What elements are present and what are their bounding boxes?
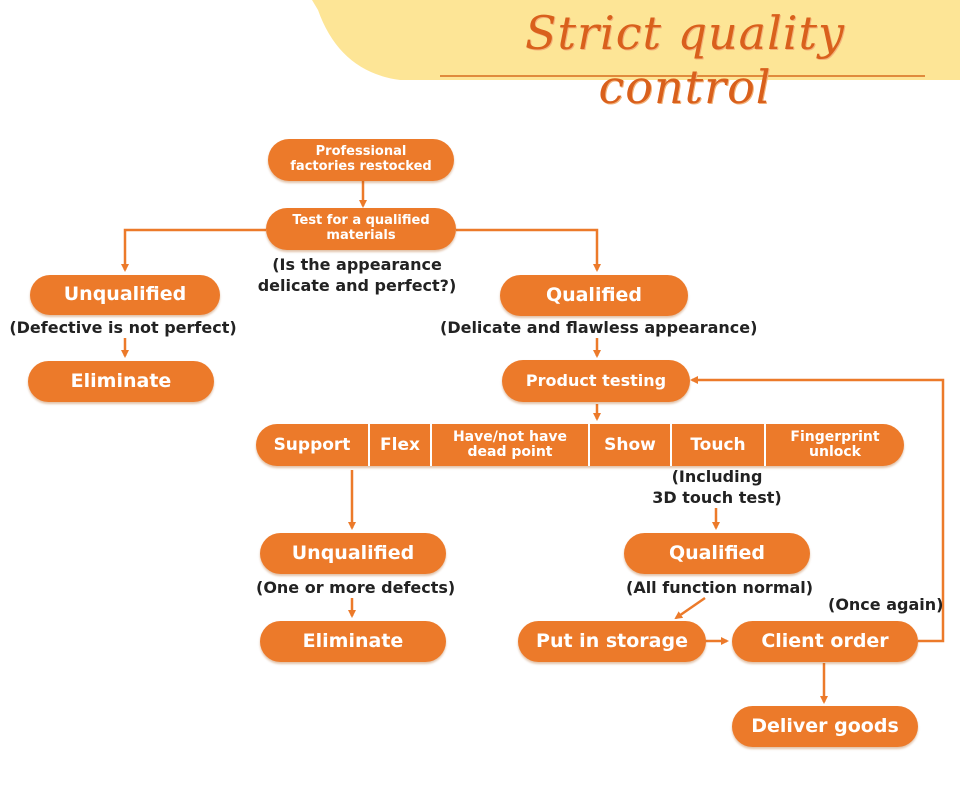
note-defective-text: (Defective is not perfect)	[9, 318, 237, 337]
note-defects-text: (One or more defects)	[256, 578, 456, 597]
arrow-test-to-unqualified	[121, 228, 266, 272]
note-including: (Including 3D touch test)	[650, 467, 784, 509]
node-deliver-goods: Deliver goods	[732, 706, 918, 747]
node-eliminate-mid-label: Eliminate	[302, 629, 404, 652]
node-test-materials: Test for a qualified materials	[266, 208, 456, 250]
test-item: Support	[256, 424, 370, 466]
note-including-line1: (Including	[671, 467, 763, 486]
node-qualified-mid: Qualified	[624, 533, 810, 574]
node-unqualified-mid: Unqualified	[260, 533, 446, 574]
note-appearance-line1: (Is the appearance	[272, 255, 442, 274]
note-appearance: (Is the appearance delicate and perfect?…	[252, 255, 462, 297]
test-item: Show	[590, 424, 672, 466]
node-client-order: Client order	[732, 621, 918, 662]
test-item: Fingerprint unlock	[790, 428, 880, 460]
note-defective: (Defective is not perfect)	[8, 318, 238, 339]
page-title: Strict quality control	[525, 6, 845, 114]
arrow-normal-to-storage	[674, 596, 706, 620]
node-deliver-goods-label: Deliver goods	[751, 714, 899, 737]
note-flawless: (Delicate and flawless appearance)	[440, 318, 758, 339]
node-unqualified-mid-label: Unqualified	[291, 541, 415, 564]
test-item: Flex	[370, 424, 432, 466]
node-eliminate-left-label: Eliminate	[70, 369, 172, 392]
note-including-line2: 3D touch test)	[652, 487, 782, 507]
test-item: Have/not have dead point	[432, 424, 590, 466]
node-unqualified-left: Unqualified	[30, 275, 220, 315]
node-put-in-storage-label: Put in storage	[536, 629, 688, 652]
node-put-in-storage: Put in storage	[518, 621, 706, 662]
note-once-again: (Once again)	[828, 595, 944, 616]
node-test-materials-label: Test for a qualified materials	[292, 213, 430, 243]
node-unqualified-left-label: Unqualified	[63, 283, 187, 306]
title-banner	[312, 0, 960, 80]
note-defects: (One or more defects)	[256, 578, 456, 599]
node-product-testing-label: Product testing	[525, 370, 667, 390]
node-professional-label: Professional factories restocked	[290, 144, 432, 174]
test-item: Touch	[672, 424, 766, 466]
note-appearance-line2: delicate and perfect?)	[257, 275, 457, 295]
node-qualified-top: Qualified	[500, 275, 688, 316]
test-items-bar: Support Flex Have/not have dead point Sh…	[256, 424, 904, 466]
arrow-once-again-loop	[690, 376, 945, 643]
node-professional-factories: Professional factories restocked	[268, 139, 454, 181]
node-product-testing: Product testing	[502, 360, 690, 402]
note-all-normal-text: (All function normal)	[626, 578, 814, 597]
node-eliminate-left: Eliminate	[28, 361, 214, 402]
node-eliminate-mid: Eliminate	[260, 621, 446, 662]
node-qualified-top-label: Qualified	[545, 283, 643, 306]
note-flawless-text: (Delicate and flawless appearance)	[440, 318, 758, 337]
node-client-order-label: Client order	[761, 629, 889, 652]
note-all-normal: (All function normal)	[626, 578, 814, 599]
note-once-again-text: (Once again)	[828, 595, 944, 614]
node-qualified-mid-label: Qualified	[668, 541, 766, 564]
arrow-test-to-qualified	[456, 228, 601, 272]
